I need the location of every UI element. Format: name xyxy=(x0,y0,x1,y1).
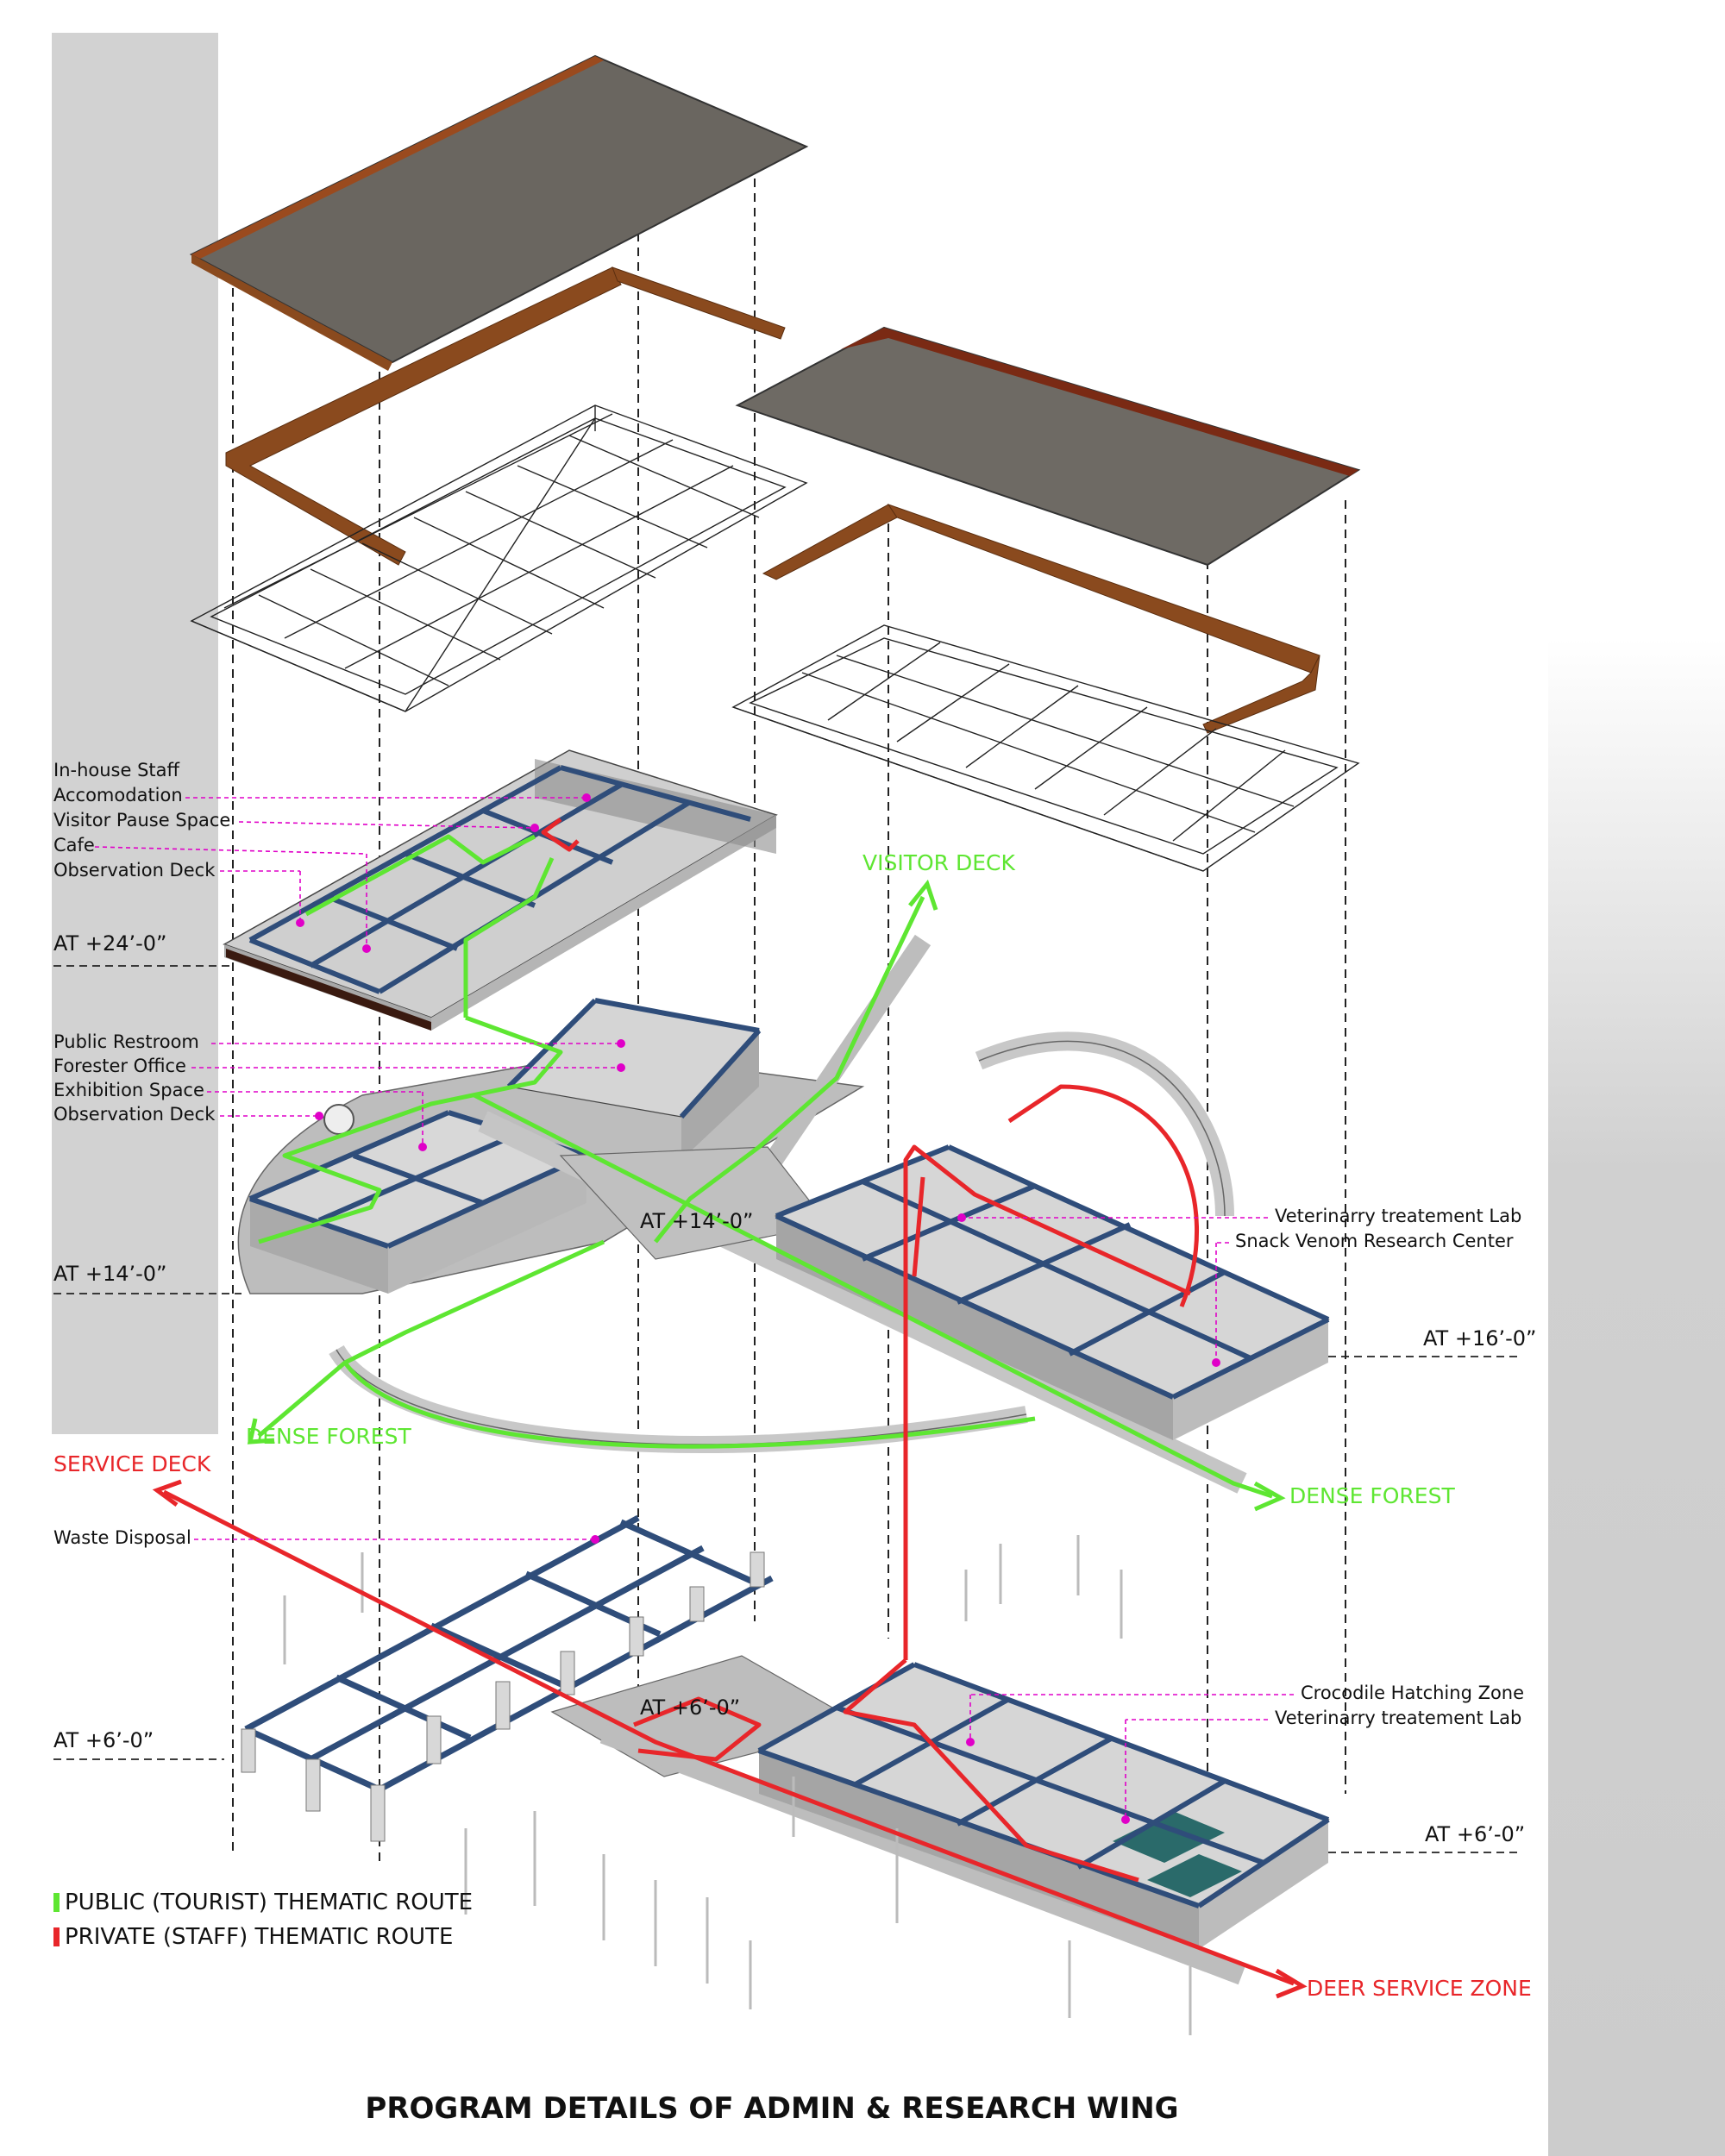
floor-plate-6ft-right xyxy=(757,1662,1330,1949)
public-route-arrows xyxy=(247,879,1286,1512)
floor-plate-16ft xyxy=(775,1144,1330,1440)
label-public-restroom: Public Restroom xyxy=(53,1031,199,1052)
page-title: PROGRAM DETAILS OF ADMIN & RESEARCH WING xyxy=(365,2091,1179,2126)
label-crocodile-hatching-zone: Crocodile Hatching Zone xyxy=(1301,1683,1525,1703)
roof-left xyxy=(189,54,809,371)
level-label-6ft-right: AT +6’-0” xyxy=(1425,1822,1526,1846)
label-cafe: Cafe xyxy=(53,835,95,856)
eave-band-right xyxy=(762,504,1320,734)
truss-frame-left xyxy=(190,404,808,712)
eave-band-left xyxy=(225,266,786,566)
level-label-14ft-center: AT +14’-0” xyxy=(640,1209,754,1233)
label-forester-office: Forester Office xyxy=(53,1056,186,1076)
roof-right xyxy=(735,326,1361,567)
private-route-path xyxy=(162,818,1295,1986)
label-observation-deck-lower: Observation Deck xyxy=(53,1104,216,1125)
private-route-arrows xyxy=(152,1479,1308,1999)
label-exhibition-space: Exhibition Space xyxy=(53,1080,204,1100)
label-waste-disposal: Waste Disposal xyxy=(53,1527,191,1548)
destination-deer-service-zone: DEER SERVICE ZONE xyxy=(1307,1976,1532,2001)
legend-private-route: PRIVATE (STAFF) THEMATIC ROUTE xyxy=(53,1926,453,1948)
floor-plate-24ft xyxy=(223,749,778,1031)
label-leaders xyxy=(94,797,1294,1820)
level-leaders xyxy=(53,965,1522,1853)
legend-private-swatch xyxy=(53,1927,60,1946)
label-veterinary-lab-upper: Veterinarry treatement Lab xyxy=(1275,1206,1522,1226)
level-label-16ft: AT +16’-0” xyxy=(1423,1326,1537,1351)
level-label-14ft-left: AT +14’-0” xyxy=(53,1262,167,1286)
destination-dense-forest-left: DENSE FOREST xyxy=(246,1424,411,1449)
label-leader-dots xyxy=(296,793,1220,1824)
truss-frame-right xyxy=(731,624,1360,872)
service-walkway xyxy=(599,1723,1246,1985)
legend-public-route: PUBLIC (TOURIST) THEMATIC ROUTE xyxy=(53,1891,473,1914)
stilts xyxy=(283,1535,1192,2035)
foundation-grid-left xyxy=(241,1514,774,1842)
legend-public-label: PUBLIC (TOURIST) THEMATIC ROUTE xyxy=(65,1890,474,1915)
legend-public-swatch xyxy=(53,1893,60,1912)
right-grey-band xyxy=(1548,638,1725,2156)
destination-service-deck: SERVICE DECK xyxy=(53,1451,211,1476)
public-route-path xyxy=(257,834,1273,1499)
destination-visitor-deck: VISITOR DECK xyxy=(862,850,1015,875)
label-snake-venom-research: Snack Venom Research Center xyxy=(1235,1231,1514,1251)
level-label-24ft: AT +24’-0” xyxy=(53,931,167,956)
label-staff-accomodation-line1: In-house Staff xyxy=(53,760,179,780)
label-staff-accomodation-line2: Accomodation xyxy=(53,785,183,805)
label-veterinary-lab-lower: Veterinarry treatement Lab xyxy=(1275,1708,1522,1728)
label-observation-deck-upper: Observation Deck xyxy=(53,860,216,881)
floor-plate-14ft xyxy=(237,998,865,1294)
legend-private-label: PRIVATE (STAFF) THEMATIC ROUTE xyxy=(65,1924,454,1950)
destination-dense-forest-right: DENSE FOREST xyxy=(1289,1483,1455,1508)
level-label-6ft-center: AT +6’-0” xyxy=(640,1695,741,1720)
left-grey-band xyxy=(52,33,218,1434)
label-visitor-pause-space: Visitor Pause Space xyxy=(53,810,231,830)
level-label-6ft-left: AT +6’-0” xyxy=(53,1728,154,1752)
